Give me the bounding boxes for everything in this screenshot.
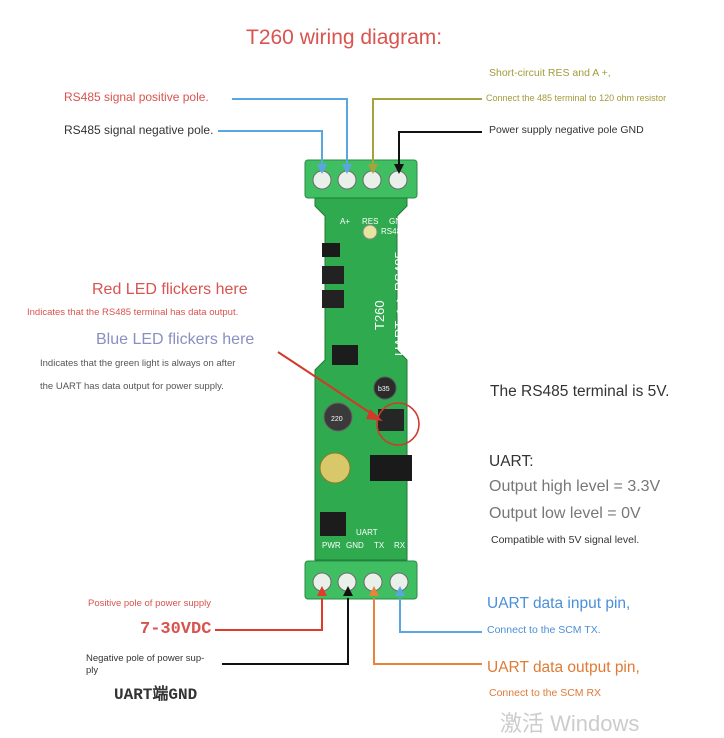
uart-low-level: Output low level = 0V [489,505,641,522]
top-terminal-block [304,159,418,199]
pin-label-res: RES [362,217,378,226]
chip-220-label: 220 [331,416,343,423]
uart-input-pin-label: UART data input pin, [487,595,631,612]
blue-led-desc-2: the UART has data output for power suppl… [40,381,224,392]
short-circuit-label: Short-circuit RES and A +, [489,67,611,79]
wire-rs485-pos [232,98,348,168]
rs485-positive-label: RS485 signal positive pole. [64,90,209,104]
bottom-wires [215,586,482,665]
pin-label-pwr: PWR [322,541,341,550]
chip-b35-label: b35 [378,386,390,393]
wire-rs485-neg [218,130,323,168]
blue-led-title: Blue LED flickers here [96,331,255,348]
bottom-terminal-block [304,560,418,600]
uart-heading: UART: [489,453,534,470]
wire-gnd-bottom-arrow [343,586,353,596]
uart-gnd-label: UART端GND [114,686,198,704]
negative-supply-label-2: ply [86,665,99,676]
wire-rx-arrow [395,586,405,596]
led-pointer [277,351,420,446]
wire-gnd [398,131,482,168]
wire-gnd-bottom [222,598,349,665]
supply-voltage-label: 7-30VDC [140,620,212,639]
board-mode-label: UART <=> RS485 [392,251,407,356]
pin-label-a: A+ [340,217,350,226]
positive-supply-label: Positive pole of power supply [88,598,212,609]
wire-gnd-arrow [394,164,404,174]
top-wires [218,98,482,174]
board-rs485-label: RS485 [381,227,406,236]
negative-supply-label-1: Negative pole of power sup- [86,653,205,664]
rs485-voltage-note: The RS485 terminal is 5V. [490,383,670,400]
wire-tx-arrow [369,586,379,596]
page-title: T260 wiring diagram: [246,26,443,49]
wire-res [372,98,482,168]
pin-label-rx: RX [394,541,406,550]
resistor-label: Connect the 485 terminal to 120 ohm resi… [486,93,667,103]
pin-label-b: B- [317,217,325,226]
wire-rs485-neg-arrow [317,164,327,174]
red-led-title: Red LED flickers here [92,281,248,298]
board-model-label: T260 [372,300,387,330]
wire-rx [399,598,482,633]
pin-label-gnd-bottom: GND [346,541,364,550]
uart-output-connect-label: Connect to the SCM RX [489,687,602,699]
pin-label-tx: TX [374,541,385,550]
uart-compat-note: Compatible with 5V signal level. [491,534,640,546]
wire-res-arrow [368,164,378,174]
red-led-desc: Indicates that the RS485 terminal has da… [27,307,239,318]
board-uart-label: UART [356,528,378,537]
pcb-board [314,197,412,561]
wire-tx [373,598,482,665]
uart-output-pin-label: UART data output pin, [487,659,640,676]
gnd-label: Power supply negative pole GND [489,124,644,136]
wire-pwr [215,598,323,631]
wire-rs485-pos-arrow [342,164,352,174]
uart-high-level: Output high level = 3.3V [489,478,661,495]
windows-watermark: 激活 Windows [500,711,640,736]
wire-pwr-arrow [317,586,327,596]
uart-input-connect-label: Connect to the SCM TX. [487,624,601,636]
rs485-negative-label: RS485 signal negative pole. [64,123,214,137]
blue-led-desc-1: Indicates that the green light is always… [40,358,236,369]
pin-label-gnd: GND [389,217,407,226]
